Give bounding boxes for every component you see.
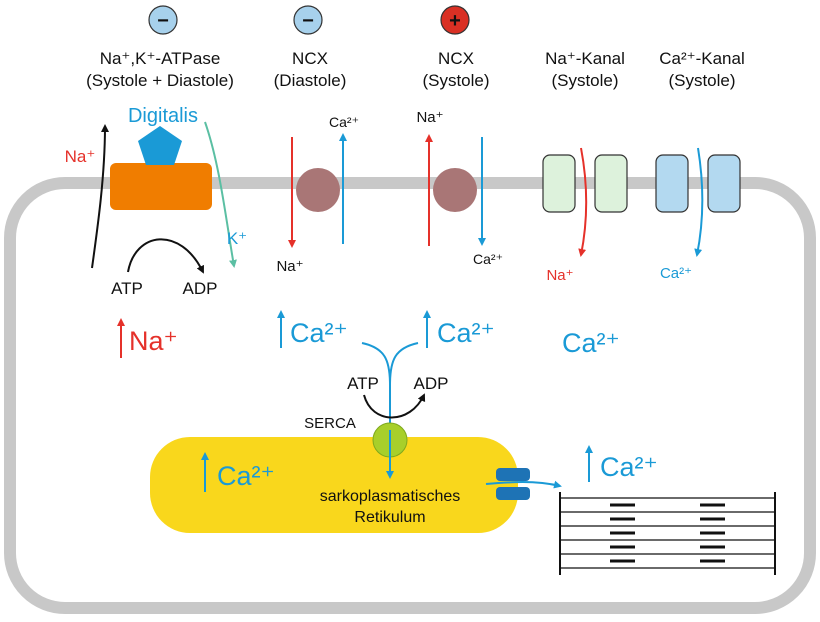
ca-uptake-merge-right: [389, 342, 419, 386]
ncx-diastole-na-label: Na⁺: [276, 258, 303, 275]
cytosol-ca-left-label: Ca²⁺: [290, 318, 348, 348]
na-k-atpase: Digitalis Na⁺ K⁺ ATP ADP: [65, 105, 248, 298]
sr-name-line1: sarkoplasmatisches: [320, 488, 461, 505]
na-efflux-arrow: [91, 124, 109, 269]
badge-sign: −: [302, 10, 314, 32]
atpase-na-label: Na⁺: [65, 147, 96, 166]
cytosol-ca-increase-right: Ca²⁺: [423, 310, 495, 348]
ncx-diastole-title: NCX: [292, 49, 328, 68]
ca-channel-title: Ca²⁺-Kanal: [659, 49, 745, 68]
ryr-channel-top: [496, 468, 530, 481]
sr-name-line2: Retikulum: [354, 509, 425, 526]
header-ca-channel: Ca²⁺-Kanal (Systole): [659, 49, 745, 90]
ncx-systole-na-label: Na⁺: [416, 109, 443, 126]
ca-channel: Ca²⁺: [655, 147, 741, 282]
digitalis-label: Digitalis: [128, 105, 198, 127]
serca-label: SERCA: [304, 415, 356, 432]
cytosol-ca-right-label: Ca²⁺: [437, 318, 495, 348]
ryr-channel-bottom: [496, 487, 530, 500]
atpase-title: Na⁺,K⁺-ATPase: [100, 49, 221, 68]
ncx-exchanger: [296, 168, 340, 212]
ca-influx-arrow: [694, 147, 704, 257]
atp-hydrolysis-arrow: [127, 238, 204, 274]
activate-badge-icon: [440, 5, 470, 35]
ca-channel-subunit: [655, 154, 689, 213]
sarcoplasmic-reticulum: Ca²⁺ sarkoplasmatisches Retikulum: [150, 422, 562, 533]
cell-membrane: [4, 177, 816, 614]
serca-pathway: ATP ADP SERCA: [304, 342, 449, 477]
na-channel-subunit: [542, 154, 576, 213]
badge-sign: −: [157, 10, 169, 32]
ca-release-arrow: [485, 480, 562, 489]
serca-atp-hydrolysis-arrow: [363, 393, 426, 419]
na-channel: Na⁺: [542, 147, 628, 284]
na-influx-arrow: [578, 147, 588, 257]
ncx-diastole-phase: (Diastole): [274, 71, 347, 90]
header-ncx-diastole: − NCX (Diastole): [274, 5, 347, 90]
cytosol-na-increase: Na⁺: [117, 318, 178, 358]
sr-ca-label: Ca²⁺: [217, 461, 275, 491]
header-na-channel: Na⁺-Kanal (Systole): [545, 49, 625, 90]
ncx-diastole: Ca²⁺ Na⁺: [276, 114, 359, 275]
atpase-k-label: K⁺: [227, 229, 247, 248]
ncx-exchanger: [433, 168, 477, 212]
inhibit-badge-icon: [293, 5, 323, 35]
na-channel-title: Na⁺-Kanal: [545, 49, 625, 68]
ca-channel-phase: (Systole): [668, 71, 735, 90]
serca-adp-label: ADP: [414, 374, 449, 393]
badge-sign: +: [449, 10, 461, 32]
k-influx-arrow: [204, 121, 237, 268]
na-channel-subunit: [594, 154, 628, 213]
ncx-diastole-ca-label: Ca²⁺: [329, 114, 359, 130]
atpase-pump: [110, 163, 212, 210]
atpase-adp-label: ADP: [183, 279, 218, 298]
cytosol-ca-increase-left: Ca²⁺: [277, 310, 348, 348]
ncx-systole-ca-label: Ca²⁺: [473, 251, 503, 267]
na-channel-na-label: Na⁺: [546, 267, 573, 284]
cytosol-ca-plain-label: Ca²⁺: [562, 328, 620, 358]
cytosol-na-label: Na⁺: [129, 326, 178, 356]
myofil-ca-label: Ca²⁺: [600, 452, 658, 482]
digitalis-drug-icon: [138, 126, 182, 165]
atpase-phase: (Systole + Diastole): [86, 71, 234, 90]
ca-channel-ca-label: Ca²⁺: [660, 265, 692, 282]
na-channel-phase: (Systole): [551, 71, 618, 90]
ncx-systole-title: NCX: [438, 49, 474, 68]
header-atpase: − Na⁺,K⁺-ATPase (Systole + Diastole): [86, 5, 234, 90]
atpase-atp-label: ATP: [111, 279, 143, 298]
ncx-systole: Na⁺ Ca²⁺: [416, 109, 503, 267]
inhibit-badge-icon: [148, 5, 178, 35]
header-ncx-systole: + NCX (Systole): [422, 5, 490, 90]
ncx-systole-phase: (Systole): [422, 71, 489, 90]
ca-channel-subunit: [707, 154, 741, 213]
myofilaments: Ca²⁺: [559, 445, 776, 575]
serca-atp-label: ATP: [347, 374, 379, 393]
sr-body: [150, 437, 518, 533]
